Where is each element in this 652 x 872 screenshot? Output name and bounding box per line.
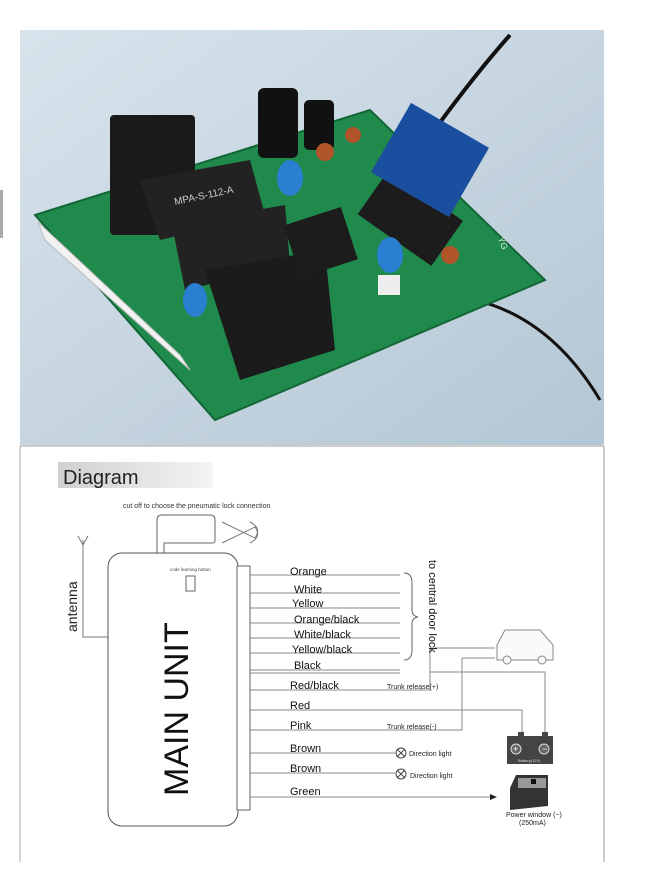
battery-label: Battery(12V) xyxy=(518,758,541,763)
wire-label: Brown xyxy=(290,743,321,755)
antenna-icon xyxy=(77,535,108,638)
trunk-release-plus-label: Trunk release(+) xyxy=(387,684,438,691)
power-window-current: (250mA) xyxy=(519,820,546,827)
wire-label: Green xyxy=(290,786,321,798)
relay xyxy=(205,250,335,380)
arrow-icon xyxy=(490,794,497,800)
direction-light-icon xyxy=(395,747,407,780)
wire-label: Pink xyxy=(290,720,312,732)
rf-module xyxy=(371,102,489,218)
code-learning-button[interactable] xyxy=(185,575,196,592)
wire-label: Orange xyxy=(290,566,327,578)
svg-text:+: + xyxy=(513,744,518,754)
code-button-label: code learning button xyxy=(170,567,211,572)
wire-label: White/black xyxy=(294,629,351,641)
pcb-photo: MPA-S-112-A YG xyxy=(20,30,604,445)
main-unit-label: MAIN UNIT xyxy=(158,622,196,796)
wiring-diagram: Diagram cut off to choose the pneumatic … xyxy=(19,445,605,862)
direction-light-label: Direction light xyxy=(410,773,452,780)
cutoff-note: cut off to choose the pneumatic lock con… xyxy=(123,503,270,510)
wire-label: Red xyxy=(290,700,310,712)
scissors-icon xyxy=(221,521,259,544)
bracket xyxy=(403,572,419,661)
wire-label: Black xyxy=(294,660,321,672)
car-icon xyxy=(496,629,554,665)
central-lock-label: to central door lock xyxy=(426,560,438,653)
wire-label: Orange/black xyxy=(294,614,360,626)
wire-label: Brown xyxy=(290,763,321,775)
connector-strip xyxy=(37,221,191,371)
battery-icon: + − xyxy=(507,732,553,764)
direction-light-label: Direction light xyxy=(409,751,451,758)
wire-label: White xyxy=(294,584,322,596)
wire-connector xyxy=(236,565,251,811)
svg-text:−: − xyxy=(542,744,547,754)
antenna-label: antenna xyxy=(64,581,80,632)
wire-label: Red/black xyxy=(290,680,339,692)
diagram-title: Diagram xyxy=(63,467,139,489)
capacitor xyxy=(258,88,298,158)
trunk-release-minus-label: Trunk release(-) xyxy=(387,724,437,731)
wire-label: Yellow/black xyxy=(292,644,353,656)
power-window-label: Power window (−) xyxy=(506,812,562,819)
ic-chip xyxy=(283,206,358,278)
power-window-icon xyxy=(510,775,548,810)
wire-label: Yellow xyxy=(292,598,323,610)
board-mark: YG xyxy=(496,235,510,251)
